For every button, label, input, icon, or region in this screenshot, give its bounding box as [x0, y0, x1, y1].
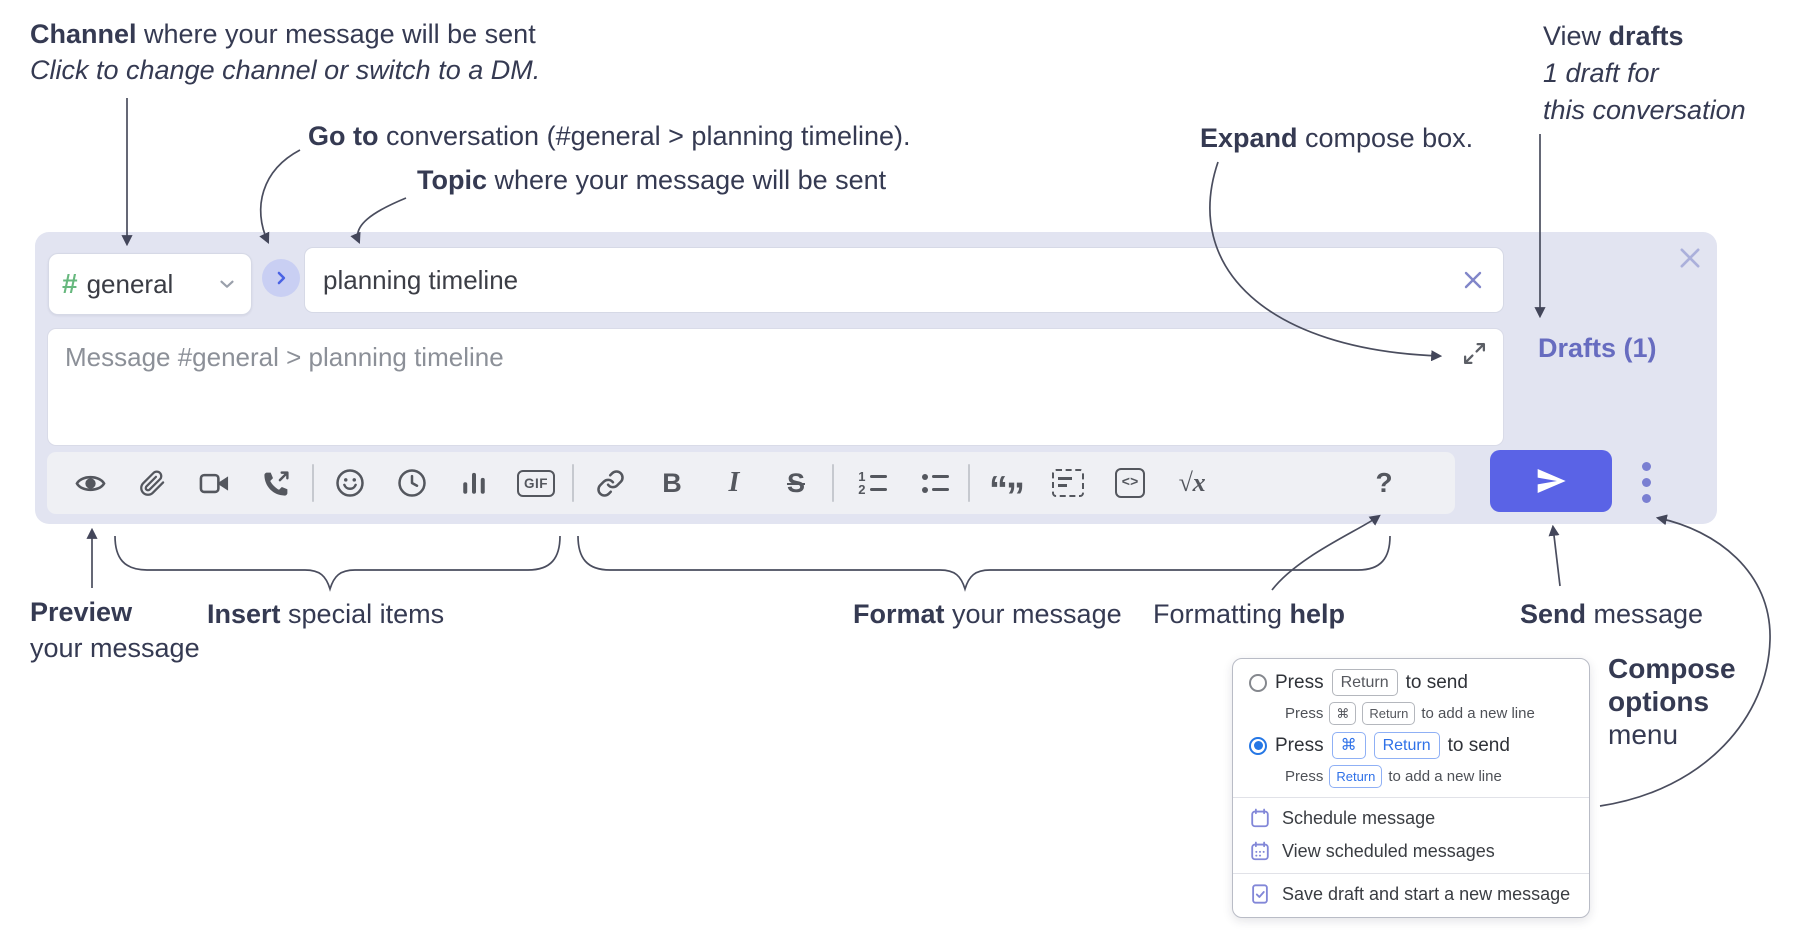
formatting-help-icon[interactable]: ?: [1375, 467, 1393, 498]
return-key: Return: [1331, 669, 1398, 696]
topic-value: planning timeline: [323, 264, 519, 295]
insert-annotation: Insert special items: [207, 599, 445, 629]
toolbar-divider: [572, 464, 574, 502]
channel-annotation: Channel where your message will be sent …: [30, 19, 541, 85]
topic-annotation: Topic where your message will be sent: [417, 165, 887, 195]
compose-options-button[interactable]: [1632, 454, 1660, 510]
return-key: Return: [1362, 702, 1416, 725]
italic-icon[interactable]: I: [728, 467, 740, 498]
toolbar-divider: [832, 464, 834, 502]
link-icon[interactable]: [579, 469, 641, 498]
clear-topic-icon[interactable]: [1461, 268, 1485, 292]
gif-icon[interactable]: GIF: [505, 469, 567, 497]
chevron-right-icon: [271, 268, 291, 288]
expand-annotation: Expand compose box.: [1200, 123, 1474, 153]
channel-name: general: [86, 268, 174, 299]
video-call-icon[interactable]: [183, 468, 245, 499]
emoji-icon[interactable]: [319, 468, 381, 498]
close-compose-icon[interactable]: [1676, 244, 1704, 272]
menu-radio-enter-sends-sub: Press ⌘ Return to add a new line: [1285, 702, 1535, 725]
compose-toolbar: GIF B I S 1 2: [47, 452, 1455, 518]
poll-bar-chart-icon[interactable]: [443, 468, 505, 498]
goto-annotation: Go to conversation (#general > planning …: [308, 121, 911, 151]
channel-selector[interactable]: # general: [48, 253, 252, 315]
drafts-link[interactable]: Drafts (1): [1538, 333, 1657, 363]
quote-icon[interactable]: “”: [989, 469, 1025, 518]
message-input[interactable]: Message #general > planning timeline: [47, 328, 1504, 446]
compose-options-annotation: Compose options menu: [1608, 653, 1736, 750]
chevron-down-icon: [216, 273, 238, 295]
menu-radio-enter-sends[interactable]: Press Return to send: [1249, 669, 1468, 696]
radio-unselected-icon[interactable]: [1249, 673, 1267, 692]
view-drafts-annotation: View drafts 1 draft for this conversatio…: [1543, 21, 1746, 125]
bold-icon[interactable]: B: [662, 467, 682, 498]
global-time-clock-icon[interactable]: [381, 468, 443, 498]
calendar-grid-icon: [1249, 840, 1271, 862]
menu-radio-cmd-enter-sends-sub: Press Return to add a new line: [1285, 765, 1502, 788]
cmd-key: ⌘: [1331, 732, 1366, 759]
preview-annotation: Preview your message: [30, 597, 200, 663]
formatting-help-annotation: Formatting help: [1153, 599, 1346, 629]
return-key: Return: [1329, 765, 1383, 788]
menu-radio-cmd-enter-sends[interactable]: Press ⌘ Return to send: [1249, 732, 1510, 759]
return-key: Return: [1373, 732, 1440, 759]
menu-item-schedule-message[interactable]: Schedule message: [1249, 807, 1435, 829]
format-annotation: Format your message: [853, 599, 1122, 629]
cmd-key: ⌘: [1329, 702, 1357, 725]
spoiler-icon[interactable]: [1037, 469, 1099, 497]
toolbar-divider: [968, 464, 970, 502]
compose-box: # general planning timeline Message #gen…: [35, 232, 1717, 524]
calendar-icon: [1249, 807, 1271, 829]
toolbar-divider: [312, 464, 314, 502]
preview-eye-icon[interactable]: [59, 468, 121, 499]
menu-item-view-scheduled[interactable]: View scheduled messages: [1249, 840, 1495, 862]
menu-divider: [1233, 873, 1589, 874]
expand-compose-icon[interactable]: [1462, 341, 1487, 366]
menu-item-save-draft[interactable]: Save draft and start a new message: [1249, 883, 1570, 905]
menu-divider: [1233, 797, 1589, 798]
send-annotation: Send message: [1520, 599, 1704, 629]
strikethrough-icon[interactable]: S: [786, 467, 805, 498]
message-placeholder: Message #general > planning timeline: [65, 342, 504, 372]
send-button[interactable]: [1490, 450, 1612, 512]
attach-paperclip-icon[interactable]: [121, 469, 183, 497]
code-icon[interactable]: <>: [1099, 468, 1161, 498]
topic-input[interactable]: planning timeline: [304, 247, 1504, 313]
compose-options-menu: Press Return to send Press ⌘ Return to a…: [1232, 658, 1590, 918]
bulleted-list-icon[interactable]: [901, 470, 963, 496]
numbered-list-icon[interactable]: 1 2: [839, 470, 901, 496]
send-paper-plane-icon: [1535, 465, 1567, 497]
document-check-icon: [1249, 883, 1271, 905]
voice-call-icon[interactable]: [245, 469, 307, 498]
radio-selected-icon[interactable]: [1249, 736, 1267, 755]
channel-hash-icon: #: [62, 268, 78, 299]
go-to-conversation-button[interactable]: [262, 259, 300, 297]
math-icon[interactable]: √x: [1178, 468, 1206, 497]
